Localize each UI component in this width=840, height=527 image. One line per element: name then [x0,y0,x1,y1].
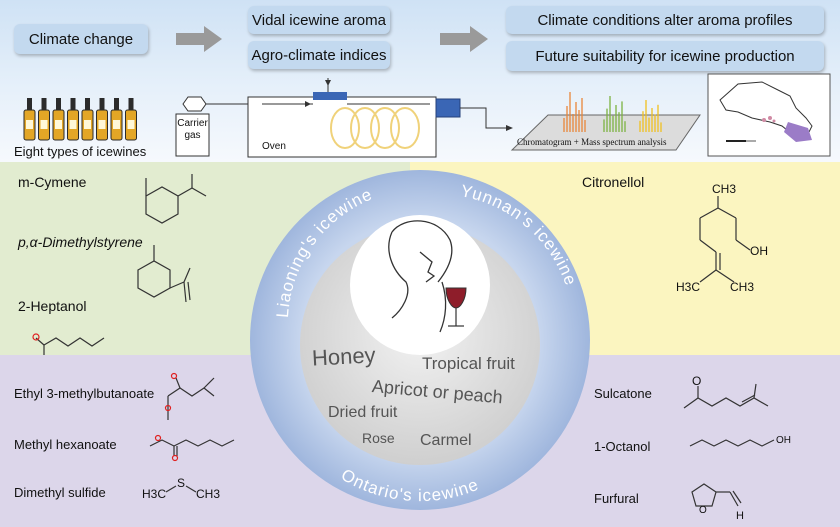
icewine-bottle-icon [23,98,36,141]
future-suitability-box: Future suitability for icewine productio… [506,41,824,71]
citronellol-structure [699,196,751,283]
climate-alter-box: Climate conditions alter aroma profiles [506,6,824,34]
compound-methyl-hexanoate: Methyl hexanoate [14,437,117,452]
furfural-o-label: O [699,505,707,516]
climate-change-box: Climate change [14,24,148,54]
chromatogram-plate [510,114,701,151]
octanol-oh-label: OH [776,435,791,446]
compound-dimethyl-sulfide: Dimethyl sulfide [14,485,106,500]
bottles-label: Eight types of icewines [14,144,147,159]
citronellol-oh-label: OH [750,244,768,258]
header-arrows [176,26,488,52]
compound-sulcatone: Sulcatone [594,386,652,401]
aroma-honey: Honey [311,342,377,371]
agro-climate-box: Agro-climate indices [248,41,390,69]
aroma-tropical-fruit: Tropical fruit [422,354,515,373]
compound-m-cymene: m-Cymene [18,174,87,190]
icewine-bottle-icon [38,98,50,141]
furfural-structure [691,483,742,507]
compound-citronellol: Citronellol [582,174,645,190]
wine-tasting-woman-icon [388,220,453,333]
dimethyl-sulfide-structure [165,485,197,493]
aroma-rose: Rose [362,430,395,446]
m-cymene-structure [145,174,207,224]
dimethylstyrene-structure [137,245,191,303]
icewine-bottle-icon [81,98,94,141]
citronellol-ch3-label: CH3 [712,182,737,196]
dms-ch3-label: CH3 [196,487,221,501]
methyl-hexanoate-structure [149,439,235,456]
vidal-aroma-box: Vidal icewine aroma [248,6,390,34]
1-octanol-structure [689,439,775,447]
citronellol-h3c-label: H3C [676,280,701,294]
arrow-right-icon [440,26,488,52]
oven-label: Oven [262,141,286,152]
compound-furfural: Furfural [594,491,639,506]
syringe-icon [325,80,331,86]
citronellol-ch3-label-2: CH3 [730,280,755,294]
aroma-dried-fruit: Dried fruit [328,404,398,421]
icewine-bottle-icon [67,98,79,141]
column-coils-icon [330,107,420,149]
furfural-h-label: H [736,510,744,522]
carrier-gas-tank [175,113,210,157]
compound-ethyl-3-methylbutanoate: Ethyl 3-methylbutanoate [14,386,155,401]
tasting-portrait-frame [350,215,490,355]
icewine-bottle-icon [125,98,137,141]
dms-s-label: S [177,476,186,490]
bottles-illustration [23,98,137,141]
dms-h3c-label: H3C [142,487,167,501]
sulcatone-o-label: O [692,374,702,388]
sulcatone-structure [683,383,769,409]
compound-2-heptanol: 2-Heptanol [18,298,87,314]
compound-1-octanol: 1-Octanol [594,439,651,454]
arrow-right-icon [176,26,222,52]
icewine-bottle-icon [96,98,108,141]
icewine-bottle-icon [52,98,65,141]
chromatogram-label: Chromatogram + Mass spectrum analysis [517,137,667,147]
aroma-carmel: Carmel [420,432,472,449]
injector-block [313,92,347,100]
icewine-bottle-icon [110,98,123,141]
compound-dimethylstyrene: p,α-Dimethylstyrene [18,234,143,250]
gc-apparatus [175,73,831,158]
